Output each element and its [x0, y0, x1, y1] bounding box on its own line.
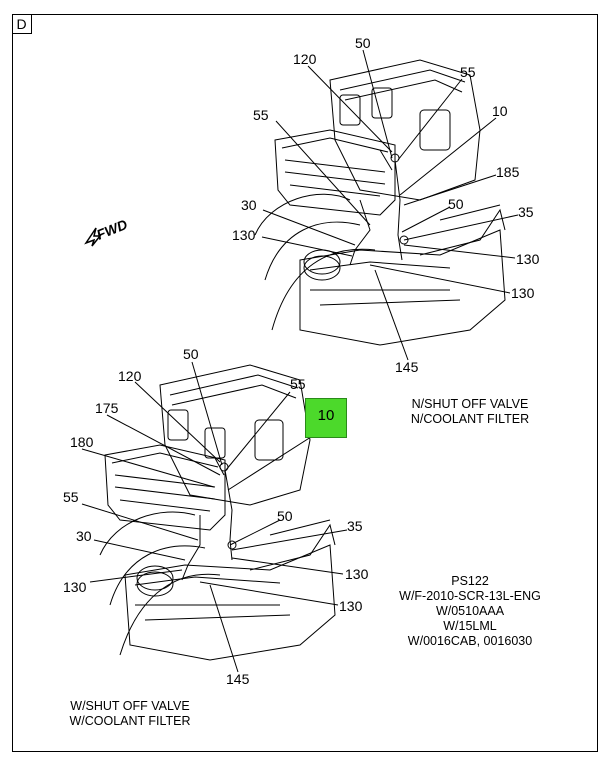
callout-130: 130	[232, 227, 256, 243]
bottom-leader-lines	[81, 361, 348, 673]
callout-130: 130	[345, 566, 369, 582]
callout-30: 30	[241, 197, 257, 213]
callout-50: 50	[277, 508, 293, 524]
callout-50: 50	[183, 346, 199, 362]
callout-185: 185	[496, 164, 520, 180]
note-line: N/SHUT OFF VALVE	[411, 397, 529, 411]
callout-120: 120	[293, 51, 317, 67]
bottom-engine-drawing	[99, 364, 336, 661]
note-line: N/COOLANT FILTER	[410, 412, 530, 426]
code-line: W/0016CAB, 0016030	[407, 634, 533, 648]
callout-50: 50	[448, 196, 464, 212]
code-line: PS122	[451, 574, 489, 588]
note-line: W/COOLANT FILTER	[69, 714, 191, 728]
callout-55: 55	[460, 64, 476, 80]
fwd-label: FWD	[94, 216, 130, 243]
note-line: W/SHUT OFF VALVE	[70, 699, 190, 713]
highlighted-callout-number: 10	[317, 407, 335, 424]
callout-50: 50	[355, 35, 371, 51]
callout-130: 130	[63, 579, 87, 595]
callout-175: 175	[95, 400, 119, 416]
top-callouts: 50 120 55 55 10 185 30 50 35 130 130 130…	[232, 35, 540, 375]
note-applicability-codes: PS122 W/F-2010-SCR-13L-ENG W/0510AAA W/1…	[385, 574, 555, 649]
callout-55: 55	[290, 376, 306, 392]
panel-label: D	[12, 14, 32, 34]
bottom-callouts: 50 120 55 175 180 55 30 50 35 130 130 13…	[63, 346, 369, 687]
code-line: W/15LML	[443, 619, 497, 633]
callout-130: 130	[511, 285, 535, 301]
callout-145: 145	[395, 359, 419, 375]
note-with-shutoff-valve: W/SHUT OFF VALVE W/COOLANT FILTER	[55, 699, 205, 729]
callout-130: 130	[339, 598, 363, 614]
top-leader-lines	[261, 49, 519, 361]
note-no-shutoff-valve: N/SHUT OFF VALVE N/COOLANT FILTER	[395, 397, 545, 427]
code-line: W/F-2010-SCR-13L-ENG	[399, 589, 541, 603]
callout-180: 180	[70, 434, 94, 450]
callout-30: 30	[76, 528, 92, 544]
code-line: W/0510AAA	[435, 604, 505, 618]
callout-55: 55	[253, 107, 269, 123]
fwd-arrow-icon	[84, 227, 102, 247]
callout-35: 35	[347, 518, 363, 534]
callout-35: 35	[518, 204, 534, 220]
highlighted-part-callout[interactable]: 10	[305, 398, 347, 438]
callout-130: 130	[516, 251, 540, 267]
frame-border	[12, 14, 598, 752]
callout-55: 55	[63, 489, 79, 505]
callout-120: 120	[118, 368, 142, 384]
callout-145: 145	[226, 671, 250, 687]
callout-10: 10	[492, 103, 508, 119]
top-engine-drawing	[254, 59, 506, 346]
